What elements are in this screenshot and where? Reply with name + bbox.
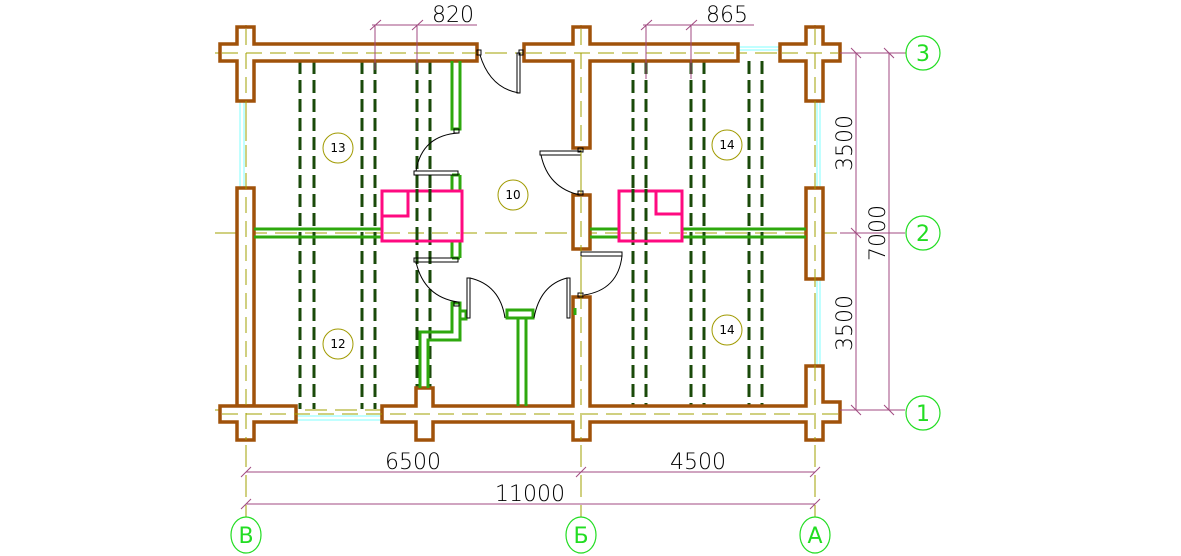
axis-label: 2 bbox=[916, 222, 930, 247]
partition-toilet-head bbox=[505, 308, 535, 320]
dimension-text-4500: 4500 bbox=[670, 450, 726, 475]
door-entrance[interactable] bbox=[476, 49, 524, 94]
dimension-text-7000: 7000 bbox=[866, 205, 891, 261]
room-tag: 13 bbox=[322, 132, 354, 164]
door-room-13[interactable] bbox=[413, 128, 460, 176]
floor-beams bbox=[298, 61, 764, 409]
partition-stove-upper bbox=[450, 173, 462, 192]
axis-label: 3 bbox=[916, 42, 930, 67]
partition-bath-left bbox=[418, 301, 462, 388]
axis-label: А bbox=[807, 524, 822, 549]
axis-bubble-3: 3 bbox=[905, 35, 941, 71]
partition-bath-stub bbox=[458, 309, 468, 321]
log-wall-top-left bbox=[218, 25, 479, 103]
room-tags: 13 10 14 12 14 bbox=[322, 129, 743, 360]
axis-label: В bbox=[238, 524, 253, 549]
wall-centerlines bbox=[222, 29, 838, 440]
doors[interactable] bbox=[413, 49, 623, 319]
door-toilet[interactable] bbox=[533, 277, 571, 319]
log-wall-top-right bbox=[778, 25, 842, 103]
dimension-text-820: 820 bbox=[432, 3, 474, 28]
axis-bubbles: 3 2 1 В Б А bbox=[230, 35, 941, 554]
dimension-lines bbox=[240, 19, 905, 510]
window-left-bottom bbox=[296, 415, 382, 421]
axis-label: Б bbox=[573, 524, 588, 549]
axis-bubble-a: А bbox=[799, 516, 831, 554]
window-left-upper bbox=[239, 102, 245, 188]
room-tag-label: 10 bbox=[505, 188, 520, 202]
room-tag-label: 13 bbox=[330, 141, 345, 155]
room-tag: 14 bbox=[711, 314, 743, 346]
partition-upper bbox=[450, 61, 462, 131]
dimension-bottom bbox=[240, 466, 821, 510]
axis-bubble-v: В bbox=[230, 516, 262, 554]
door-room-12[interactable] bbox=[413, 257, 460, 307]
log-wall-bottom-left bbox=[218, 404, 298, 442]
door-room-14-lower[interactable] bbox=[577, 251, 623, 298]
window-top-right bbox=[738, 46, 780, 51]
axis-bubble-2: 2 bbox=[905, 215, 941, 251]
dimension-text-3500-lower: 3500 bbox=[833, 295, 858, 351]
room-tag: 10 bbox=[497, 179, 529, 211]
dimension-text-3500-upper: 3500 bbox=[833, 115, 858, 171]
axis-label: 1 bbox=[916, 402, 930, 427]
partitions bbox=[254, 61, 806, 406]
room-tag-label: 12 bbox=[330, 337, 345, 351]
axis-bubble-1: 1 bbox=[905, 395, 941, 431]
axis-bubble-b: Б bbox=[565, 516, 597, 554]
door-bath[interactable] bbox=[466, 277, 506, 319]
dimension-right bbox=[840, 47, 905, 416]
partition-toilet bbox=[516, 318, 528, 406]
dimension-text-865: 865 bbox=[706, 3, 748, 28]
room-tag: 14 bbox=[711, 129, 743, 161]
dimension-text-6500: 6500 bbox=[385, 450, 441, 475]
windows bbox=[239, 46, 821, 421]
dimension-top-right bbox=[640, 19, 754, 79]
room-tag-label: 14 bbox=[719, 323, 734, 337]
door-room-14-upper[interactable] bbox=[539, 147, 584, 196]
room-tag-label: 14 bbox=[719, 138, 734, 152]
dimension-text-11000: 11000 bbox=[495, 482, 565, 507]
room-tag: 12 bbox=[322, 328, 354, 360]
window-right-lower bbox=[816, 280, 821, 365]
dimension-top-left bbox=[369, 19, 477, 70]
window-right-upper bbox=[816, 102, 821, 188]
log-wall-top-middle bbox=[522, 25, 740, 150]
axis-lines bbox=[215, 25, 905, 518]
